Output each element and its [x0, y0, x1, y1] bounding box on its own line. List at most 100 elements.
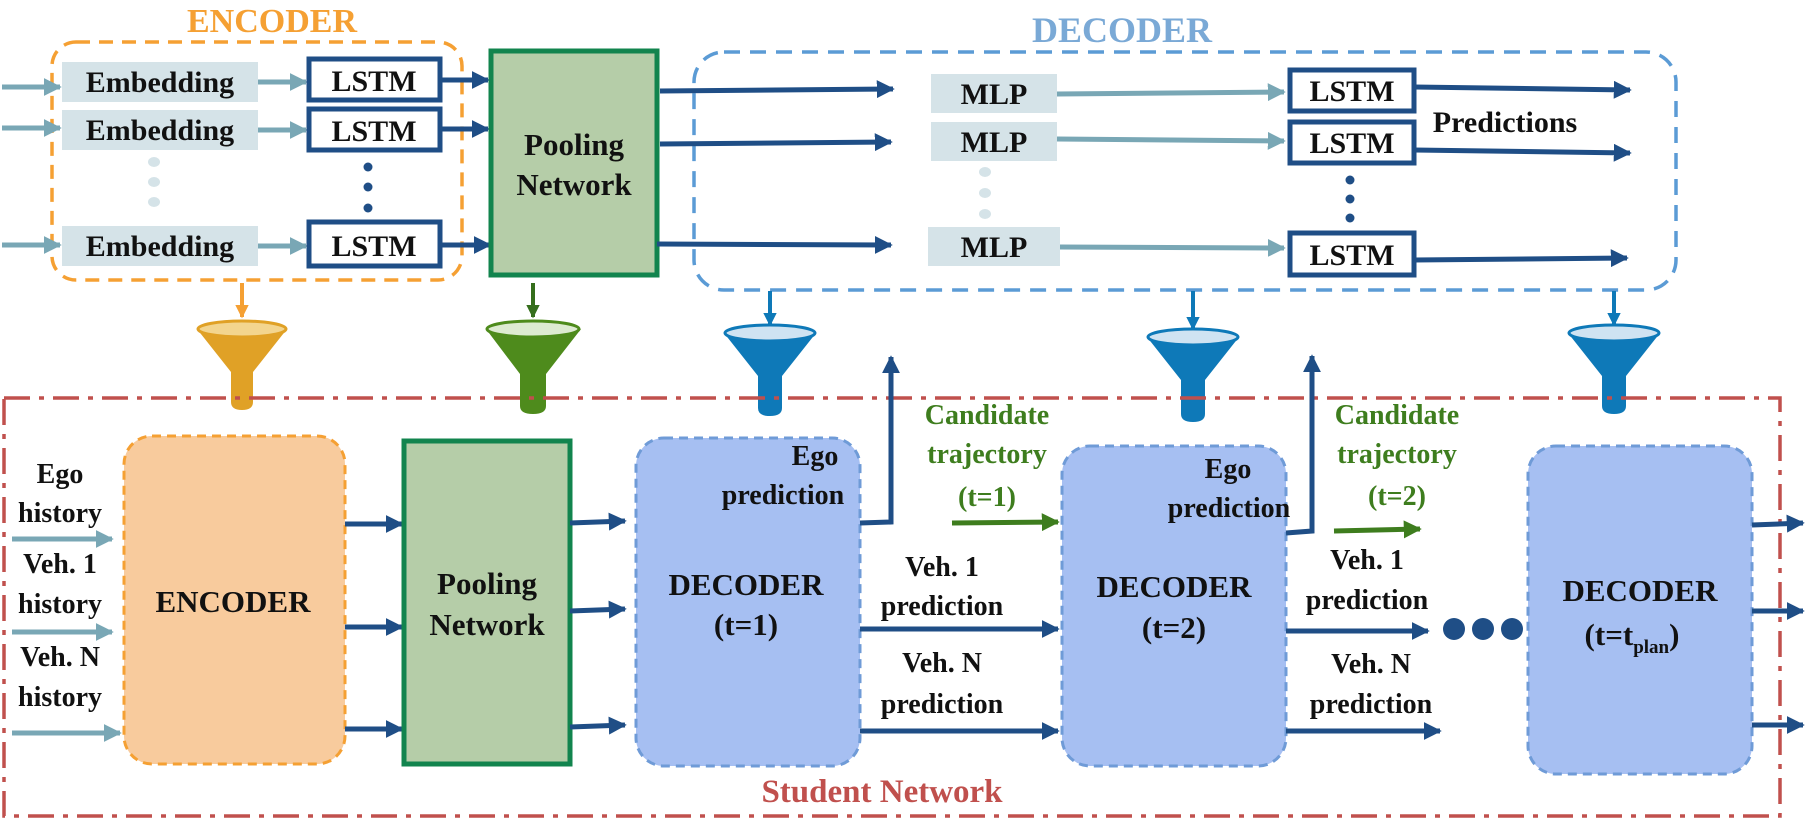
candidate2-line2: trajectory	[1337, 439, 1457, 470]
veh1-history-line2: history	[18, 589, 102, 620]
ego-prediction-1-line1: Ego	[792, 441, 839, 472]
vehN-prediction-2-line1: Veh. N	[1331, 649, 1411, 680]
vehN-prediction-2-line2: prediction	[1310, 689, 1433, 720]
embedding-label-1: Embedding	[86, 66, 234, 99]
mlp-box-3	[928, 227, 1060, 266]
prediction-arrow-1	[1413, 80, 1632, 99]
decoder2-title: DECODER	[1096, 569, 1252, 604]
mlp-label-1: MLP	[961, 78, 1028, 111]
funnel-icon-decoder-2	[1146, 327, 1240, 422]
pool-dec-arrow-3	[569, 716, 627, 735]
student-encoder-label: ENCODER	[155, 584, 311, 619]
top-pooling-network	[488, 48, 660, 278]
ego-history-line2: history	[18, 498, 102, 529]
decoder-lstm-label-3: LSTM	[1309, 239, 1394, 272]
embedding-box-2	[62, 110, 258, 150]
decoder3-step: (t=tplan)	[1585, 617, 1680, 658]
mlp-lstm-arrow-1	[1056, 83, 1286, 102]
prediction-arrow-3	[1413, 249, 1629, 268]
embedding-ellipsis	[148, 157, 160, 207]
student-pooling-line1: Pooling	[437, 566, 537, 601]
encoder-lstm-label-3: LSTM	[331, 230, 416, 263]
student-pooling-line2: Network	[429, 607, 545, 642]
mlp-label-2: MLP	[961, 126, 1028, 159]
vehN-prediction-1-line2: prediction	[881, 689, 1004, 720]
candidate2-line1: Candidate	[1335, 400, 1459, 431]
funnel-icon-decoder-3	[1567, 323, 1661, 414]
ego-history-line1: Ego	[37, 459, 84, 490]
encoder-lstm-ellipsis	[363, 162, 373, 213]
pool-dec-arrow-1	[569, 512, 627, 531]
decoder-lstm-box-2	[1287, 119, 1417, 166]
mlp-lstm-arrow-2	[1056, 131, 1286, 150]
vehN-history-line1: Veh. N	[20, 642, 100, 673]
student-pooling-network	[401, 438, 573, 767]
prediction-arrow-2	[1413, 143, 1632, 162]
ego-prediction-2-line2: prediction	[1168, 493, 1291, 524]
predictions-label: Predictions	[1433, 106, 1577, 139]
candidate2-line3: (t=2)	[1368, 481, 1426, 512]
ego-prediction-1-line2: prediction	[722, 480, 845, 511]
ego-prediction-1-arrow	[859, 355, 900, 526]
veh1-prediction-1-line1: Veh. 1	[905, 552, 979, 583]
funnel-icon-pooling	[485, 319, 581, 414]
veh1-history-line1: Veh. 1	[23, 549, 97, 580]
decoder1-step: (t=1)	[714, 607, 778, 642]
top-pooling-line2: Network	[516, 167, 632, 202]
candidate1-line3: (t=1)	[958, 482, 1016, 513]
decoder-lstm-ellipsis	[1345, 175, 1355, 223]
decoder3-step-prefix: (t=t	[1585, 617, 1634, 652]
encoder-lstm-box-2	[306, 106, 443, 153]
decoder-lstm-box-1	[1287, 67, 1417, 114]
encoder-lstm-box-1	[306, 56, 443, 103]
funnel-icon-decoder-1	[723, 323, 817, 416]
veh1-prediction-2-line1: Veh. 1	[1330, 545, 1404, 576]
student-decoder-block-1	[634, 436, 862, 768]
pool-dec-arrow-2	[569, 600, 627, 619]
vehN-history-line2: history	[18, 682, 102, 713]
ego-prediction-2-line1: Ego	[1205, 454, 1252, 485]
student-encoder-block	[122, 434, 347, 766]
decoder3-step-sub: plan	[1633, 637, 1669, 658]
mlp-label-3: MLP	[961, 231, 1028, 264]
mlp-lstm-arrow-3	[1059, 238, 1286, 257]
embedding-label-2: Embedding	[86, 114, 234, 147]
candidate1-line2: trajectory	[927, 439, 1047, 470]
mlp-box-2	[931, 122, 1057, 161]
veh1-prediction-2-line2: prediction	[1306, 585, 1429, 616]
student-decoder-block-2	[1060, 444, 1288, 768]
embedding-box-1	[62, 62, 258, 102]
encoder-lstm-box-3	[306, 219, 443, 269]
student-network-title: Student Network	[761, 774, 1003, 810]
embedding-box-3	[62, 226, 258, 266]
pool-mlp-arrow-3	[656, 235, 893, 254]
candidate1-arrow	[951, 513, 1060, 532]
top-pooling-line1: Pooling	[524, 127, 624, 162]
decoder3-out-arrow-1	[1751, 514, 1805, 533]
decoder2-step: (t=2)	[1142, 610, 1206, 645]
student-decoder-block-3	[1526, 444, 1754, 776]
decoder-title: DECODER	[1032, 10, 1213, 50]
candidate2-arrow	[1333, 520, 1422, 539]
encoder-group-border	[50, 40, 464, 282]
decoder-lstm-label-1: LSTM	[1309, 75, 1394, 108]
decoder1-title: DECODER	[668, 567, 824, 602]
encoder-lstm-label-2: LSTM	[331, 115, 416, 148]
continuation-ellipsis	[1443, 618, 1523, 640]
encoder-lstm-label-1: LSTM	[331, 65, 416, 98]
decoder-lstm-box-3	[1287, 230, 1417, 278]
pool-mlp-arrow-1	[659, 80, 895, 99]
decoder3-step-suffix: )	[1669, 617, 1679, 652]
decoder-lstm-label-2: LSTM	[1309, 127, 1394, 160]
ego-prediction-2-arrow	[1285, 354, 1321, 536]
vehN-prediction-1-line1: Veh. N	[902, 648, 982, 679]
embedding-label-3: Embedding	[86, 230, 234, 263]
mlp-box-1	[931, 74, 1057, 113]
funnel-icon-encoder	[196, 319, 288, 410]
pool-mlp-arrow-2	[659, 133, 893, 152]
decoder3-title: DECODER	[1562, 573, 1718, 608]
candidate1-line1: Candidate	[925, 400, 1049, 431]
encoder-title: ENCODER	[187, 3, 357, 40]
veh1-prediction-1-line2: prediction	[881, 591, 1004, 622]
